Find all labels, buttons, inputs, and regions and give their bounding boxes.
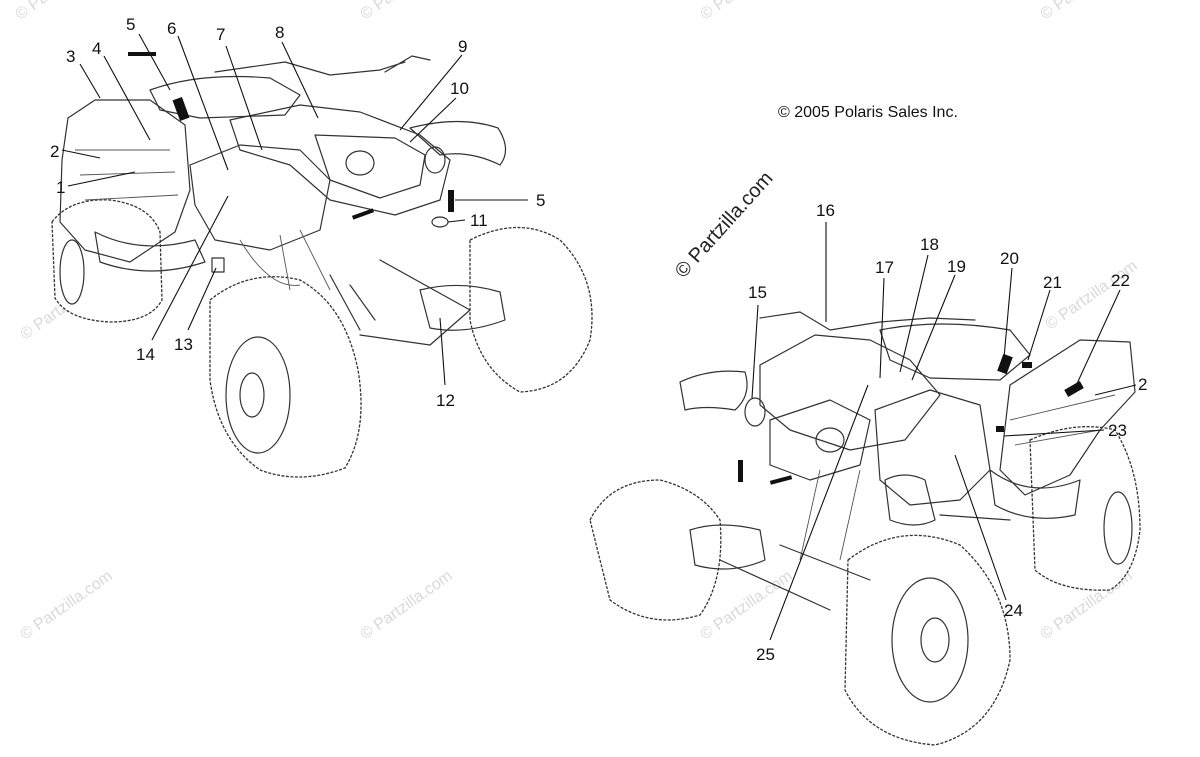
rear-left-hub	[59, 239, 85, 305]
callout-number: 23	[1108, 421, 1127, 440]
decal-small	[211, 257, 225, 273]
callout-number: 16	[816, 201, 835, 220]
callout-number: 22	[1111, 271, 1130, 290]
callout-number: 3	[66, 47, 75, 66]
rear-right-tire	[1029, 426, 1141, 591]
callout-number: 7	[216, 25, 225, 44]
atv-rear-view	[51, 52, 593, 478]
watermark-text: © Partzilla.com	[698, 0, 796, 23]
watermark-text: © Partzilla.com	[1038, 0, 1136, 23]
callout-number: 21	[1043, 273, 1062, 292]
handlebar-right	[759, 311, 976, 331]
leader-lines-right	[751, 222, 1137, 641]
leader-lines-left	[61, 33, 528, 386]
decal-round	[431, 216, 449, 228]
callout-number: 14	[136, 345, 155, 364]
front-right-tire	[469, 226, 593, 393]
side-panel	[189, 144, 331, 251]
front-right-rim	[891, 577, 969, 703]
front-hood-right	[759, 334, 941, 451]
handlebar	[214, 55, 431, 76]
headlight-left	[345, 150, 375, 176]
front-left-tire-right	[589, 479, 722, 621]
callout-number: 2	[50, 142, 59, 161]
headlight-right	[424, 146, 446, 174]
rear-bumper	[94, 231, 206, 272]
decal-mark	[448, 190, 454, 212]
callout-number: 2	[1138, 375, 1147, 394]
callout-number: 9	[458, 37, 467, 56]
watermark-text: © Partzilla.com	[358, 568, 456, 644]
watermark-text: © Partzilla.com	[18, 568, 116, 644]
callout-number: 15	[748, 283, 767, 302]
front-left-rim	[225, 336, 291, 454]
watermark-text: © Partzilla.com	[358, 0, 456, 23]
engine-right	[884, 474, 936, 526]
callout-number: 6	[167, 19, 176, 38]
callout-number: 25	[756, 645, 775, 664]
callout-number: 10	[450, 79, 469, 98]
callouts-right: 16 15 17 18 19 20 21 22 2 23 24 25	[748, 201, 1147, 664]
callout-number: 17	[875, 258, 894, 277]
decal-mark	[769, 475, 793, 485]
callout-number: 20	[1000, 249, 1019, 268]
decal-mark	[996, 426, 1004, 432]
decal-mark	[1022, 362, 1032, 368]
rear-left-tire	[51, 199, 163, 323]
callout-number: 11	[470, 211, 488, 230]
callout-number: 5	[126, 15, 135, 34]
front-bumper	[419, 284, 506, 331]
seat	[149, 75, 301, 119]
front-right-fender	[409, 120, 507, 166]
headlight-right-front	[815, 427, 845, 453]
front-left-hub	[239, 372, 265, 418]
rear-right-hub	[1103, 491, 1133, 565]
watermark-text: © Partzilla.com	[1043, 258, 1141, 334]
front-right-tire-big	[844, 534, 1011, 746]
callout-number: 24	[1004, 601, 1023, 620]
decal-mark	[128, 52, 156, 56]
callout-number: 1	[56, 178, 65, 197]
callout-number: 4	[92, 39, 101, 58]
side-panel-right	[874, 389, 991, 506]
front-hood	[229, 104, 451, 216]
rear-fender	[59, 99, 191, 263]
decal-mark	[172, 96, 190, 122]
callout-number: 13	[174, 335, 193, 354]
callout-number: 19	[947, 257, 966, 276]
callout-number: 18	[920, 235, 939, 254]
decal-mark	[351, 208, 375, 220]
copyright-text: © 2005 Polaris Sales Inc.	[778, 104, 958, 121]
front-right-hub	[920, 617, 950, 663]
front-left-fender-right	[679, 370, 748, 411]
decal-mark	[997, 353, 1013, 375]
headlight-panel-right	[769, 399, 871, 481]
decal-mark	[738, 460, 743, 482]
atv-front-view	[589, 311, 1141, 746]
decal-mark	[1064, 381, 1084, 397]
front-bumper-right	[689, 524, 766, 570]
watermark-text: © Partzilla.com	[13, 0, 111, 23]
callout-number: 12	[436, 391, 455, 410]
callouts-left: 5 6 7 8 9 10 3 4 2 1 5 11 14 13 12	[50, 15, 545, 410]
callout-number: 8	[275, 23, 284, 42]
rear-bumper-right	[989, 469, 1081, 519]
front-left-tire	[209, 276, 362, 478]
headlight-panel	[314, 134, 426, 199]
callout-number: 5	[536, 191, 545, 210]
headlight-left-front	[744, 397, 766, 427]
seat-right	[879, 323, 1031, 381]
